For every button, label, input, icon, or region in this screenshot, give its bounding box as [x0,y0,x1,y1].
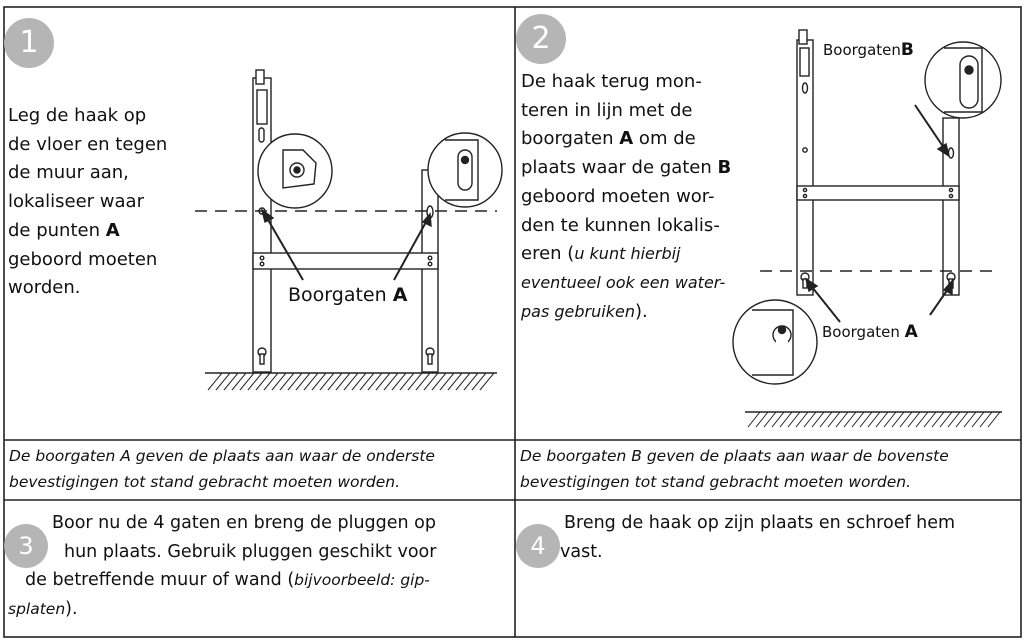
step-4-badge: 4 [516,524,560,568]
step-2-line: eventueel ook een water- [521,269,766,298]
step-2-line-text: den te kunnen lokalis- [521,214,720,236]
step-2-line-text: om de [633,128,696,150]
figure-1-label-boorgaten-a: Boorgaten A [288,284,407,306]
step-2-line-text: boorgaten [521,128,620,150]
step-3-badge: 3 [4,524,48,568]
label-bold-letter: A [392,284,408,306]
step-2-line: De haak terug mon- [521,68,766,97]
figure-2-bracket-on-wall [732,29,1002,428]
step-3-line-text: ). [65,598,78,619]
step-2-line-text: De haak terug mon- [521,71,702,92]
step-2-line: pas gebruiken). [521,298,766,327]
step-1-line-text: de punten [8,219,106,241]
step-3-line: splaten). [8,595,513,624]
step-1-line: de punten A [8,217,193,246]
step-1-line: worden. [8,277,81,299]
step-4-text: Breng de haak op zijn plaats en schroef … [520,509,1020,566]
step-2-italic-text: eventueel ook een water- [521,272,726,292]
label-text: Boorgaten [288,284,393,306]
step-2-line-text: geboord moeten wor- [521,185,715,207]
step-1-bold-letter: A [105,219,120,241]
step-2-bold-letter: A [619,128,634,150]
step-2-italic-text: pas gebruiken [521,301,635,321]
step-1-line: lokaliseer waar [8,191,144,213]
step-1-line: geboord moeten [8,248,158,270]
caption-1-line: De boorgaten A geven de plaats aan waar … [9,447,435,465]
caption-1: De boorgaten A geven de plaats aan waar … [9,443,512,495]
step-2-line: teren in lijn met de [521,97,766,126]
caption-1-line: bevestigingen tot stand gebracht moeten … [9,473,401,491]
figure-2-label-boorgaten-b: BoorgatenB [823,40,914,60]
step-1-line: de vloer en tegen [8,133,168,155]
label-bold-letter: A [904,322,918,342]
step-4-line: Breng de haak op zijn plaats en schroef … [564,513,956,533]
step-2-line: geboord moeten wor- [521,183,766,212]
figure-2-label-boorgaten-a: Boorgaten A [822,322,918,342]
step-3-italic-text: splaten [8,599,66,618]
step-1-badge: 1 [4,18,54,68]
caption-2: De boorgaten B geven de plaats aan waar … [520,443,1020,495]
step-3-line: Boor nu de 4 gaten en breng de pluggen o… [52,513,436,533]
label-bold-letter: B [900,40,914,60]
step-2-text: De haak terug mon- teren in lijn met de … [521,68,766,326]
step-2-line-text: eren ( [521,243,575,265]
step-2-italic-text: u kunt hierbij [574,244,681,264]
label-text: Boorgaten [822,323,905,341]
figure-1-bracket-on-floor [195,69,503,391]
step-1-line: Leg de haak op [8,105,147,126]
step-2-bold-letter: B [717,157,732,179]
step-2-line-text: teren in lijn met de [521,99,693,121]
step-3-line: hun plaats. Gebruik pluggen geschikt voo… [64,541,437,562]
step-2-line: den te kunnen lokalis- [521,212,766,241]
step-2-badge: 2 [516,14,566,64]
step-4-line: vast. [560,541,603,562]
label-text: Boorgaten [823,41,901,59]
step-2-line-text: ). [634,300,648,322]
step-3-line-text: de betreffende muur of wand ( [25,570,295,590]
caption-2-line: bevestigingen tot stand gebracht moeten … [520,473,912,491]
step-1-line: de muur aan, [8,162,129,184]
step-1-text: Leg de haak op de vloer en tegen de muur… [8,102,193,303]
caption-2-line: De boorgaten B geven de plaats aan waar … [520,447,949,465]
step-3-line: de betreffende muur of wand (bijvoorbeel… [8,566,513,595]
step-3-italic-text: bijvoorbeeld: gip- [294,571,430,589]
step-3-text: Boor nu de 4 gaten en breng de pluggen o… [8,509,513,623]
step-2-line: eren (u kunt hierbij [521,240,766,269]
step-2-line-text: plaats waar de gaten [521,157,718,179]
step-2-line: boorgaten A om de [521,125,766,154]
step-2-line: plaats waar de gaten B [521,154,766,183]
